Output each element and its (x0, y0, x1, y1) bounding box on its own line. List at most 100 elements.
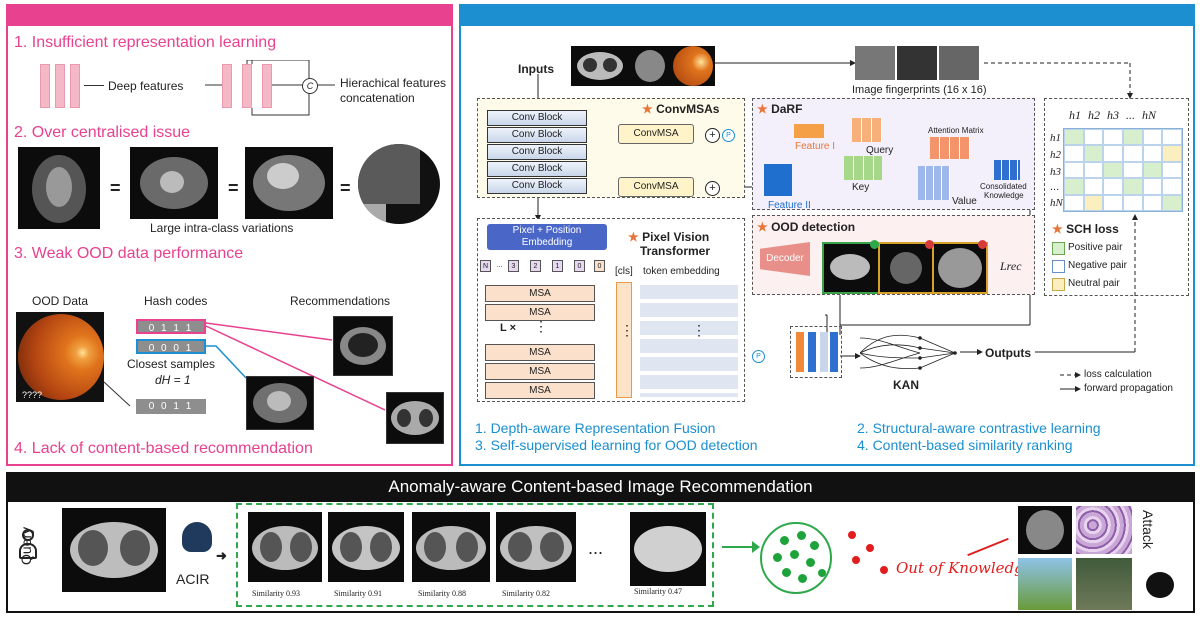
hash-header: hN (1142, 108, 1157, 122)
feature-bar (70, 64, 80, 108)
fused-bar-lightblue (820, 332, 828, 372)
feature-bar (262, 64, 272, 108)
negative-pair-swatch (1052, 260, 1065, 273)
input-fundus-image (671, 46, 715, 86)
consolidated-matrix (994, 160, 1020, 180)
vdots: ⋮ (620, 322, 634, 338)
feature-bar (55, 64, 65, 108)
loss-calc-legend: loss calculation (1084, 369, 1152, 380)
query-matrix (852, 118, 882, 142)
similarity-label: Similarity 0.88 (418, 589, 466, 598)
fused-bar-orange (796, 332, 804, 372)
attack-label: Attack (1140, 510, 1156, 549)
recommended-ct-image (386, 392, 444, 444)
hier-features-label-1: Hierachical features (340, 76, 447, 90)
recommended-ct-image (246, 376, 314, 430)
feature-bar (242, 64, 252, 108)
darf-box (752, 98, 1035, 210)
convmsas-title-text: ConvMSAs (656, 102, 720, 116)
darf-title: ★ DaRF (757, 102, 803, 116)
equals-sign: = (228, 178, 239, 198)
outlier-point (866, 544, 874, 552)
vdots: ⋮ (692, 322, 706, 338)
query-label: Query (866, 145, 894, 156)
more-results-ellipsis: ... (588, 538, 604, 558)
attack-bicycle-image (1076, 558, 1132, 610)
hash-code-box: 0 1 1 1 (136, 319, 206, 334)
fingerprints-label: Image fingerprints (16 x 16) (852, 84, 987, 96)
token: ... (496, 262, 503, 269)
contribution-4: 4. Content-based similarity ranking (857, 437, 1073, 453)
similarity-label: Similarity 0.93 (252, 589, 300, 598)
vdots: ⋮ (534, 318, 548, 334)
knowledge-point (810, 541, 819, 550)
input-ct-image (571, 46, 629, 86)
darf-title-text: DaRF (771, 102, 803, 116)
hash-code-box: 0 0 0 1 (136, 339, 206, 354)
pvt-title-2: Transformer (640, 244, 711, 258)
inputs-label: Inputs (518, 62, 554, 76)
query-label: Query (18, 526, 34, 565)
closest-samples-label: Closest samples (127, 357, 216, 371)
key-label: Key (852, 182, 870, 193)
value-matrix (918, 166, 950, 200)
contribution-3: 3. Self-supervised learning for OOD dete… (475, 437, 758, 453)
value-label: Value (952, 196, 977, 207)
convmsa-module: ConvMSA (618, 124, 694, 144)
hash-header: ... (1126, 108, 1135, 122)
bottom-panel-header (6, 472, 1195, 502)
recommendations-label: Recommendations (290, 294, 391, 308)
knowledge-point (797, 531, 806, 540)
attention-matrix (930, 137, 970, 159)
retrieved-ct-image (412, 512, 490, 582)
layers-label: L × (500, 322, 517, 334)
arrow-line (84, 85, 104, 86)
feature-2-label: Feature II (768, 200, 811, 211)
token: 0 (574, 260, 585, 272)
fundus-image (16, 312, 104, 402)
arrow-icon: ➜ (216, 548, 227, 563)
out-of-knowledge-label: Out of Knowledge (896, 559, 1033, 577)
fused-bar-blue (808, 332, 816, 372)
sch-loss-title-text: SCH loss (1066, 222, 1119, 236)
feature-bar (222, 64, 232, 108)
similarity-matrix (1063, 128, 1183, 212)
hier-features-label-2: concatenation (340, 91, 415, 105)
msa-block: MSA (485, 363, 595, 380)
add-symbol: + (705, 128, 720, 143)
fingerprint-image (855, 46, 895, 80)
contribution-2: 2. Structural-aware contrastive learning (857, 420, 1101, 436)
sch-loss-box (1044, 98, 1189, 296)
knowledge-point (780, 536, 789, 545)
msa-block: MSA (485, 344, 595, 361)
cross-icon (925, 240, 934, 249)
token: 0 (594, 260, 605, 272)
reconstruction-image (932, 242, 988, 294)
bottom-title: Anomaly-aware Content-based Image Recomm… (388, 477, 813, 496)
issue-4-title: 4. Lack of content-based recommendation (14, 440, 313, 457)
retrieved-ct-image (248, 512, 322, 582)
hamming-distance-label: dH = 1 (155, 373, 191, 387)
conv-block: Conv Block (487, 110, 587, 126)
conv-block: Conv Block (487, 178, 587, 194)
token: N (480, 260, 491, 272)
green-arrow (722, 546, 752, 548)
pvt-title: ★ Pixel Vision Transformer (628, 230, 711, 258)
hash-row-label: hN (1050, 197, 1063, 209)
pixel-position-line-1: Pixel + Position (512, 225, 582, 236)
convmsa-module: ConvMSA (618, 177, 694, 197)
question-marks: ???? (22, 390, 43, 400)
pixel-position-embedding: Pixel + Position Embedding (487, 224, 607, 250)
kan-network (860, 334, 957, 370)
hash-code-box: 0 0 1 1 (136, 399, 206, 414)
acir-label: ACIR (176, 571, 210, 587)
conv-block: Conv Block (487, 144, 587, 160)
similarity-label: Similarity 0.47 (634, 587, 682, 596)
hash-header: h1 (1069, 108, 1081, 122)
msa-block: MSA (485, 382, 595, 399)
fused-features-box (790, 326, 842, 378)
devil-icon (1146, 572, 1174, 598)
token-embedding-rows (640, 285, 738, 397)
attack-dog-image (1018, 558, 1072, 610)
attack-histology-image (1076, 506, 1132, 554)
